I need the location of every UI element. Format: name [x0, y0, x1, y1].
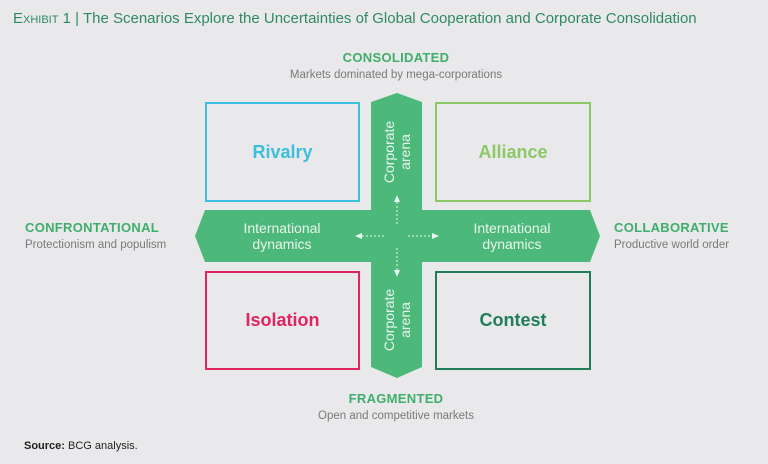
exhibit-title: Exhibit 1 | The Scenarios Explore the Un…	[13, 10, 697, 27]
title-separator: |	[75, 10, 80, 27]
scenario-isolation: Isolation	[205, 271, 360, 370]
bar-label-line1: International	[243, 220, 321, 236]
source-label: Source:	[24, 440, 65, 452]
source-note: Source: BCG analysis.	[24, 440, 138, 452]
axis-bottom-label: FRAGMENTED	[348, 391, 444, 406]
axis-left-label: CONFRONTATIONAL	[25, 220, 159, 235]
scenario-rivalry: Rivalry	[205, 102, 360, 202]
arrowhead-left-icon	[355, 233, 362, 239]
scenario-label: Alliance	[478, 141, 548, 162]
scenario-label: Contest	[479, 310, 547, 330]
axis-top-sub: Markets dominated by mega-corporations	[289, 69, 503, 81]
scenario-label: Isolation	[245, 310, 320, 330]
vertical-arrow-bar	[371, 93, 422, 378]
title-text: The Scenarios Explore the Uncertainties …	[82, 10, 697, 27]
scenario-alliance: Alliance	[435, 102, 591, 202]
exhibit-number: Exhibit 1	[13, 10, 71, 27]
bar-label-line1: Corporate	[381, 288, 397, 352]
scenario-contest: Contest	[435, 271, 591, 370]
arrowhead-down-icon	[394, 270, 400, 277]
bar-label-line1: International	[473, 220, 551, 236]
bar-label-line2: arena	[397, 302, 413, 338]
scenario-label: Rivalry	[252, 141, 313, 162]
bar-label-line2: dynamics	[482, 236, 542, 252]
bar-label-line1: Corporate	[381, 120, 397, 184]
arrowhead-right-icon	[432, 233, 439, 239]
axis-right-label: COLLABORATIVE	[614, 220, 729, 235]
bar-label-line2: dynamics	[252, 236, 312, 252]
source-text: BCG analysis.	[68, 440, 138, 452]
axis-bottom-sub: Open and competitive markets	[318, 410, 474, 422]
bar-label-line2: arena	[397, 134, 413, 170]
axis-right-sub: Productive world order	[614, 239, 730, 251]
axis-top-label: CONSOLIDATED	[342, 50, 450, 65]
arrowhead-up-icon	[394, 195, 400, 202]
axis-left-sub: Protectionism and populism	[25, 239, 167, 251]
